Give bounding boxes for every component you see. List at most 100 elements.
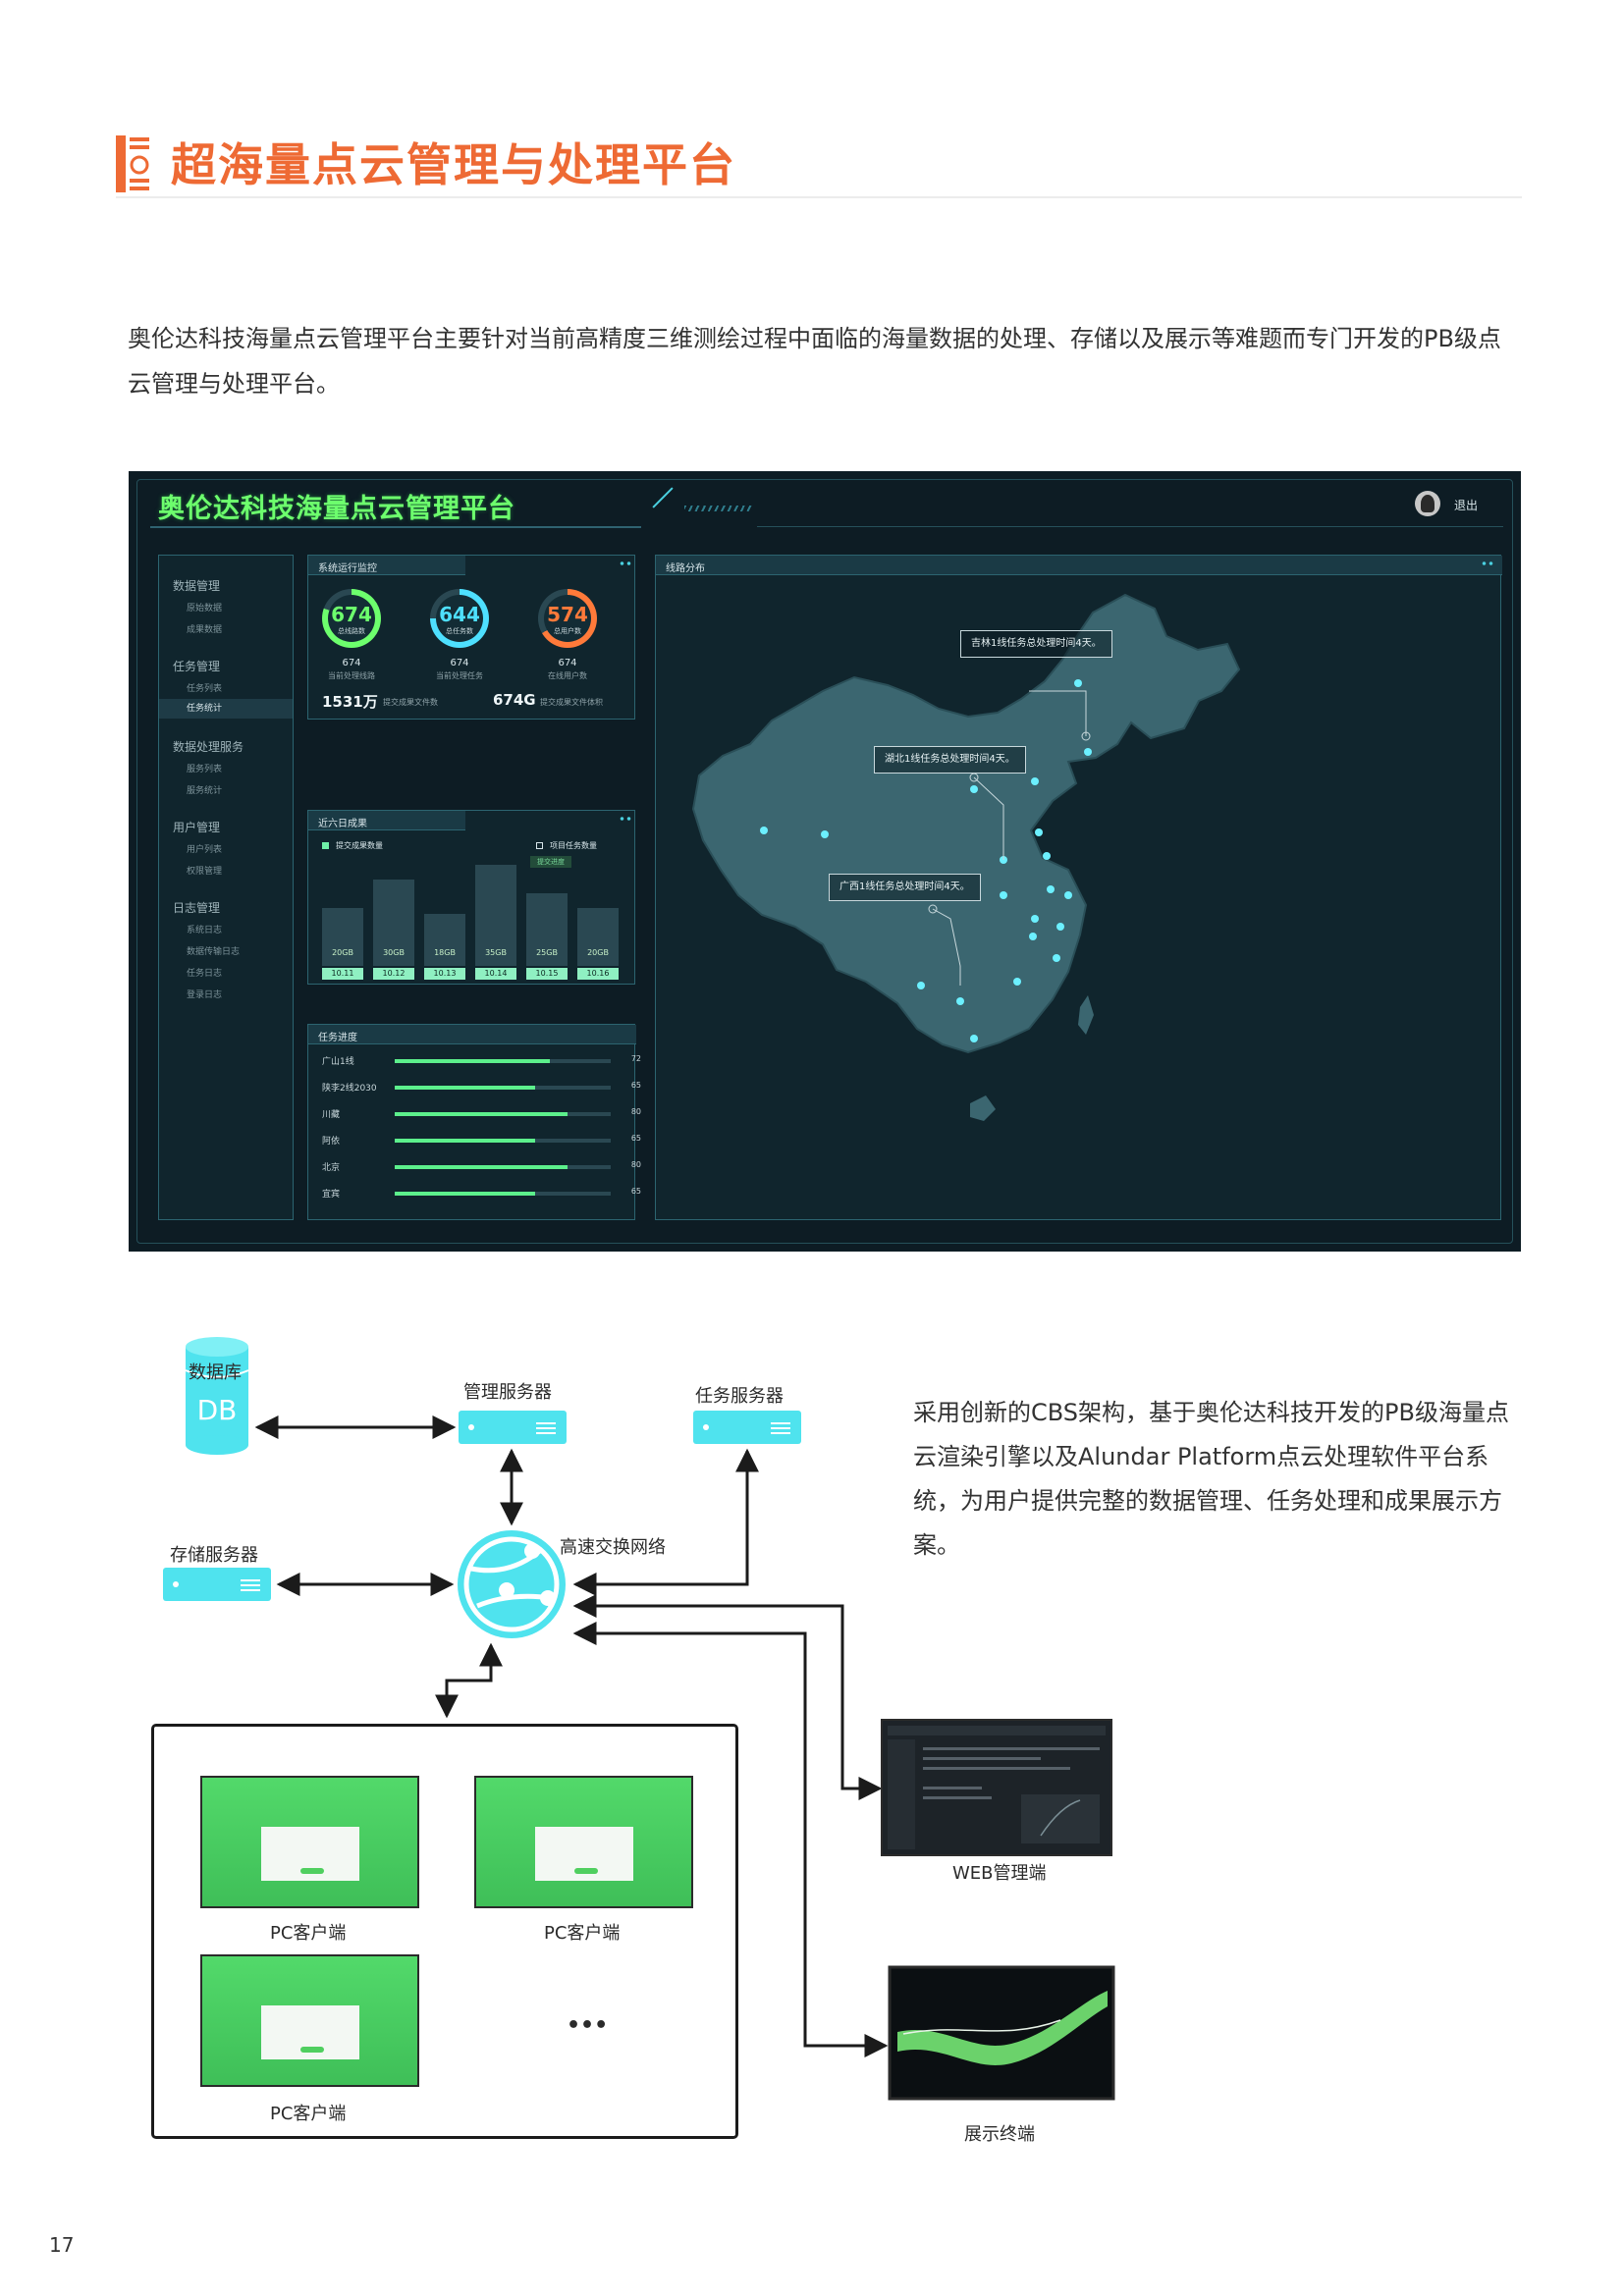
map-point[interactable] [917,982,925,989]
map-point[interactable] [760,827,768,834]
progress-tab[interactable]: 任务进度 [308,1025,636,1044]
map-tab[interactable]: 线路分布 [656,556,1502,575]
progress-track [395,1086,611,1090]
bar-mark[interactable] [373,879,414,966]
network-label: 高速交换网络 [560,1537,666,1558]
callout-hubei[interactable]: 湖北1线任务总处理时间4天。 [874,746,1026,774]
panel-dots-icon [619,817,632,821]
panel-dots-icon [619,561,632,565]
web-admin-label: WEB管理端 [952,1863,1047,1884]
recent-tab[interactable]: 近六日成果 [308,811,465,830]
sidebar-group-service[interactable]: 数据处理服务 [173,740,244,754]
map-point[interactable] [1047,885,1055,893]
progress-fill [395,1059,551,1063]
storage-server-label: 存储服务器 [170,1545,258,1566]
sidebar-item-login-log[interactable]: 登录日志 [187,990,223,1000]
map-point[interactable] [821,830,829,838]
dashboard-frame [136,479,1513,1244]
map-point[interactable] [1056,923,1064,931]
bar-category-label: 10.15 [526,968,568,980]
database-icon [185,1337,249,1455]
map-point[interactable] [1053,954,1060,962]
bar-category-label: 10.13 [424,968,465,980]
legend-swatch-filled [322,842,329,849]
sidebar-group-user[interactable]: 用户管理 [173,821,221,834]
map-point[interactable] [1084,748,1092,756]
ring-total-lines: 674 总线路数 [322,589,381,648]
avatar[interactable] [1415,491,1440,516]
bar-value-label: 30GB [383,948,405,957]
more-clients-ellipsis: ••• [567,2013,609,2038]
stat-value: 674 [558,658,577,668]
map-point[interactable] [1000,891,1007,899]
bar-mark[interactable] [475,864,516,966]
sidebar-group-data[interactable]: 数据管理 [173,579,221,593]
progress-fill [395,1086,535,1090]
callout-guangxi[interactable]: 广西1线任务总处理时间4天。 [829,874,981,901]
sidebar-group-log[interactable]: 日志管理 [173,901,221,915]
sidebar-item-task-stats[interactable]: 任务统计 [159,699,293,719]
ring-total-tasks-value: 644 [439,603,480,626]
map-point[interactable] [1064,891,1072,899]
sidebar-group-task[interactable]: 任务管理 [173,660,221,673]
monitor-panel: 系统运行监控 674 总线路数 644 总任务数 574 总用户数 674 当前… [307,555,635,720]
progress-value: 80 [630,1107,641,1116]
callout-jilin[interactable]: 吉林1线任务总处理时间4天。 [960,630,1112,658]
monitor-tab-label: 系统运行监控 [318,563,377,574]
sidebar-item-task-list[interactable]: 任务列表 [187,684,223,694]
sidebar-item-transfer-log[interactable]: 数据传输日志 [187,947,241,957]
page-title: 超海量点云管理与处理平台 [171,138,736,191]
map-points [760,679,1092,1042]
map-point[interactable] [1074,679,1082,687]
ring-inner [544,595,591,642]
page-number: 17 [49,2233,75,2257]
legend-tasks: 项目任务数量 [550,841,597,850]
progress-label: 宜宾 [322,1190,341,1200]
map-point[interactable] [1031,915,1039,923]
progress-track [395,1192,611,1196]
ring-total-tasks-label: 总任务数 [446,627,473,635]
bar-mark[interactable] [424,913,465,966]
total-volume-value: 674G [493,691,536,709]
bar-mark[interactable] [577,908,619,966]
monitor-tab[interactable]: 系统运行监控 [308,556,465,575]
pc-client-thumbnail[interactable] [200,1954,419,2087]
sidebar-item-task-log[interactable]: 任务日志 [187,969,223,979]
bar-mark[interactable] [322,908,363,966]
login-button [574,1868,598,1874]
pc-client-thumbnail[interactable] [474,1776,693,1908]
stat-label: 在线用户数 [548,671,587,680]
progress-label: 川藏 [322,1110,341,1120]
logout-link[interactable]: 退出 [1454,499,1479,512]
map-point[interactable] [1013,978,1021,986]
sidebar-item-system-log[interactable]: 系统日志 [187,926,223,935]
ring-inner [436,595,483,642]
title-hatch-deco [684,506,753,511]
pc-client-thumbnail[interactable] [200,1776,419,1908]
map-point[interactable] [1043,852,1051,860]
map-point[interactable] [1029,933,1037,940]
map-point[interactable] [1035,828,1043,836]
sidebar-item-raw-data[interactable]: 原始数据 [187,604,223,614]
progress-value: 65 [630,1187,641,1196]
progress-track [395,1112,611,1116]
sidebar-item-service-stats[interactable]: 服务统计 [187,786,223,796]
sidebar-item-permission[interactable]: 权限管理 [187,867,223,877]
map-point[interactable] [970,1035,978,1042]
progress-tab-label: 任务进度 [318,1033,357,1043]
sidebar-item-service-list[interactable]: 服务列表 [187,765,223,774]
bar-category-label: 10.11 [322,968,363,980]
map-point[interactable] [956,997,964,1005]
ring-total-tasks: 644 总任务数 [430,589,489,648]
progress-track [395,1059,611,1063]
map-point[interactable] [970,785,978,793]
bar-value-label: 25GB [536,948,558,957]
sidebar-item-result-data[interactable]: 成果数据 [187,625,223,635]
bar-mark[interactable] [526,893,568,966]
map-point[interactable] [1031,777,1039,785]
dashboard-screenshot: 奥伦达科技海量点云管理平台 退出 数据管理 原始数据 成果数据 任务管理 任务列… [129,471,1521,1252]
sidebar-item-user-list[interactable]: 用户列表 [187,845,223,855]
progress-track [395,1165,611,1169]
dashboard-title: 奥伦达科技海量点云管理平台 [158,494,515,524]
